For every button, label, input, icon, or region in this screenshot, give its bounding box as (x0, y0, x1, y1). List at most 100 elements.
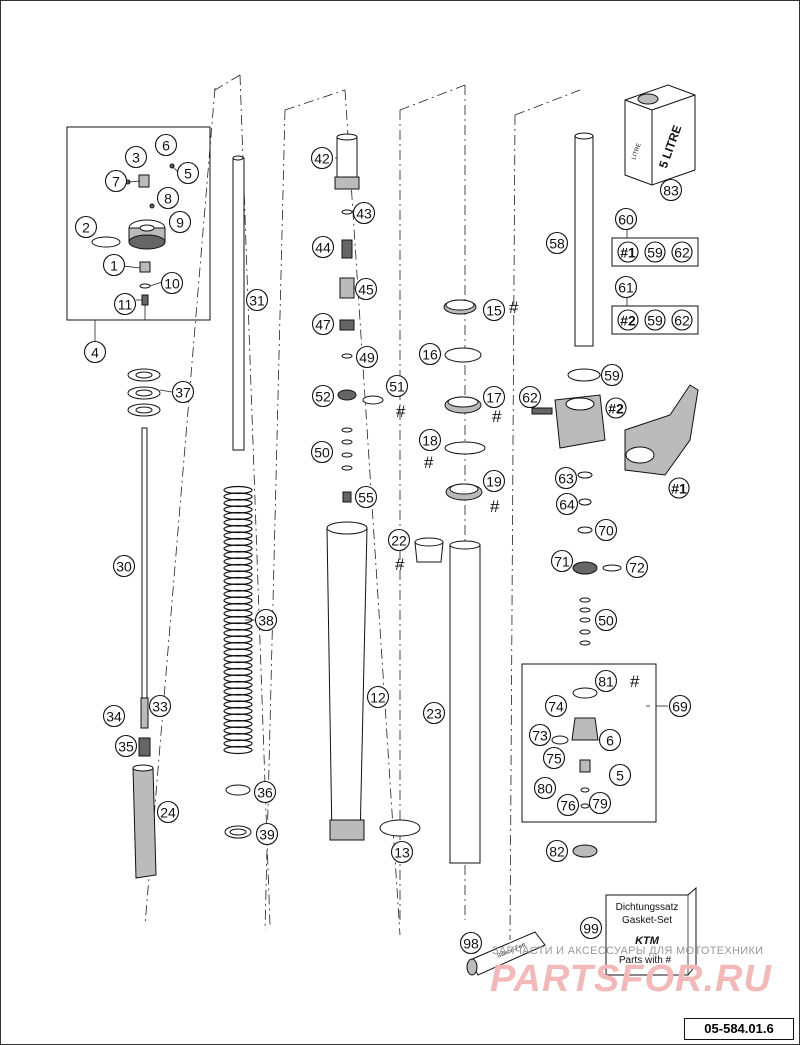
callout-6: 6 (598, 728, 622, 752)
hash-mark: # (509, 298, 519, 317)
callout-19: 19 (482, 469, 506, 493)
callout-58: 58 (545, 231, 569, 255)
callout-label: 58 (549, 236, 565, 252)
watermark-text: ЗАПЧАСТИ И АКСЕССУАРЫ ДЛЯ МОТОТЕХНИКИ (492, 945, 764, 957)
callout-label: 2 (82, 220, 90, 236)
svg-text:59: 59 (647, 245, 663, 261)
callout-72: 72 (625, 555, 649, 579)
callout-label: 60 (618, 212, 634, 228)
callout-label: 23 (426, 706, 442, 722)
callout-75: 75 (542, 746, 566, 770)
callout-label: 4 (91, 345, 99, 361)
callout-label: 30 (116, 559, 132, 575)
right-column (521, 132, 699, 858)
inner-tube-column (414, 299, 486, 864)
callout-label: 31 (249, 293, 265, 309)
callout-5: 5 (176, 161, 200, 185)
callout-45: 45 (354, 277, 378, 301)
callout-51: 51 (385, 374, 409, 398)
callout-label: 79 (592, 796, 608, 812)
callout-label: 9 (176, 215, 184, 231)
callout-label: 81 (598, 674, 614, 690)
callout-label: 3 (132, 150, 140, 166)
svg-text:#1: #1 (620, 245, 636, 261)
callout-2: 2 (74, 215, 98, 239)
variant-item: 62 (671, 309, 693, 331)
outer-tube-column (326, 133, 421, 841)
callout-11: 11 (113, 292, 137, 316)
svg-text:#2: #2 (620, 313, 636, 329)
callout-81: 81 (594, 669, 618, 693)
callout-8: 8 (156, 186, 180, 210)
watermark-logo: PARTSFOR.RU (490, 958, 772, 1000)
callout-label: 34 (106, 709, 122, 725)
callout-12: 12 (366, 685, 390, 709)
callout-label: 59 (604, 368, 620, 384)
callout-38: 38 (254, 608, 278, 632)
callout-36: 36 (253, 780, 277, 804)
callout-42: 42 (310, 146, 334, 170)
callout-label: 61 (618, 280, 634, 296)
callout-39: 39 (255, 822, 279, 846)
callout-label: 73 (532, 728, 548, 744)
kit-line2: Gasket-Set (622, 915, 672, 926)
callout-69: 69 (668, 694, 692, 718)
callout-43: 43 (352, 201, 376, 225)
callout-label: 39 (259, 827, 275, 843)
callout-82: 82 (545, 839, 569, 863)
callout-label: 44 (315, 240, 331, 256)
callout-62: 62 (518, 385, 542, 409)
svg-text:62: 62 (674, 245, 690, 261)
callout-71: 71 (550, 549, 574, 573)
callout-label: 49 (359, 350, 375, 366)
callout-31: 31 (245, 288, 269, 312)
callout-label: 75 (546, 751, 562, 767)
callout-35: 35 (114, 734, 138, 758)
callout-4: 4 (83, 340, 107, 364)
callout-label: 19 (486, 474, 502, 490)
callout-37: 37 (171, 380, 195, 404)
callout-label: 50 (314, 445, 330, 461)
hash-mark: # (630, 672, 640, 691)
callout-83: 83 (659, 178, 683, 202)
callout-73: 73 (528, 723, 552, 747)
callout-50: 50 (594, 608, 618, 632)
callout-label: 70 (598, 523, 614, 539)
callout-label: 12 (370, 690, 386, 706)
callout-7: 7 (104, 169, 128, 193)
callout-13: 13 (390, 840, 414, 864)
callout-label: 50 (598, 613, 614, 629)
svg-text:#1: #1 (671, 481, 687, 497)
callout-label: 74 (548, 699, 564, 715)
hash-mark: # (396, 402, 406, 421)
callout-33: 33 (148, 694, 172, 718)
variant-item: 59 (644, 241, 666, 263)
callout-label: 22 (391, 533, 407, 549)
callout-label: 24 (160, 805, 176, 821)
callout-98: 98 (459, 931, 483, 955)
variant-item: #1 (617, 241, 639, 263)
callout-61: 61 (614, 275, 638, 299)
callout-23: 23 (422, 701, 446, 725)
callout-label: 18 (422, 433, 438, 449)
kit-brand: KTM (635, 935, 660, 947)
hash-marks: ####### (395, 298, 640, 691)
callout-label: 71 (554, 554, 570, 570)
callout-label: 5 (184, 166, 192, 182)
callout-label: 17 (486, 390, 502, 406)
callout-3: 3 (124, 145, 148, 169)
callout-44: 44 (311, 235, 335, 259)
spring-coil (223, 745, 253, 755)
oil-can: 5 LITRE LITRE (624, 84, 696, 186)
callout-30: 30 (112, 554, 136, 578)
callout-label: 37 (175, 385, 191, 401)
part-callouts: 1234567891011121315161718192223243031333… (74, 133, 692, 955)
callout-80: 80 (533, 776, 557, 800)
callout-label: 10 (164, 276, 180, 292)
callout-label: 1 (110, 258, 118, 274)
callout-label: 33 (152, 699, 168, 715)
callout-label: 52 (315, 389, 331, 405)
callout-label: 82 (549, 844, 565, 860)
